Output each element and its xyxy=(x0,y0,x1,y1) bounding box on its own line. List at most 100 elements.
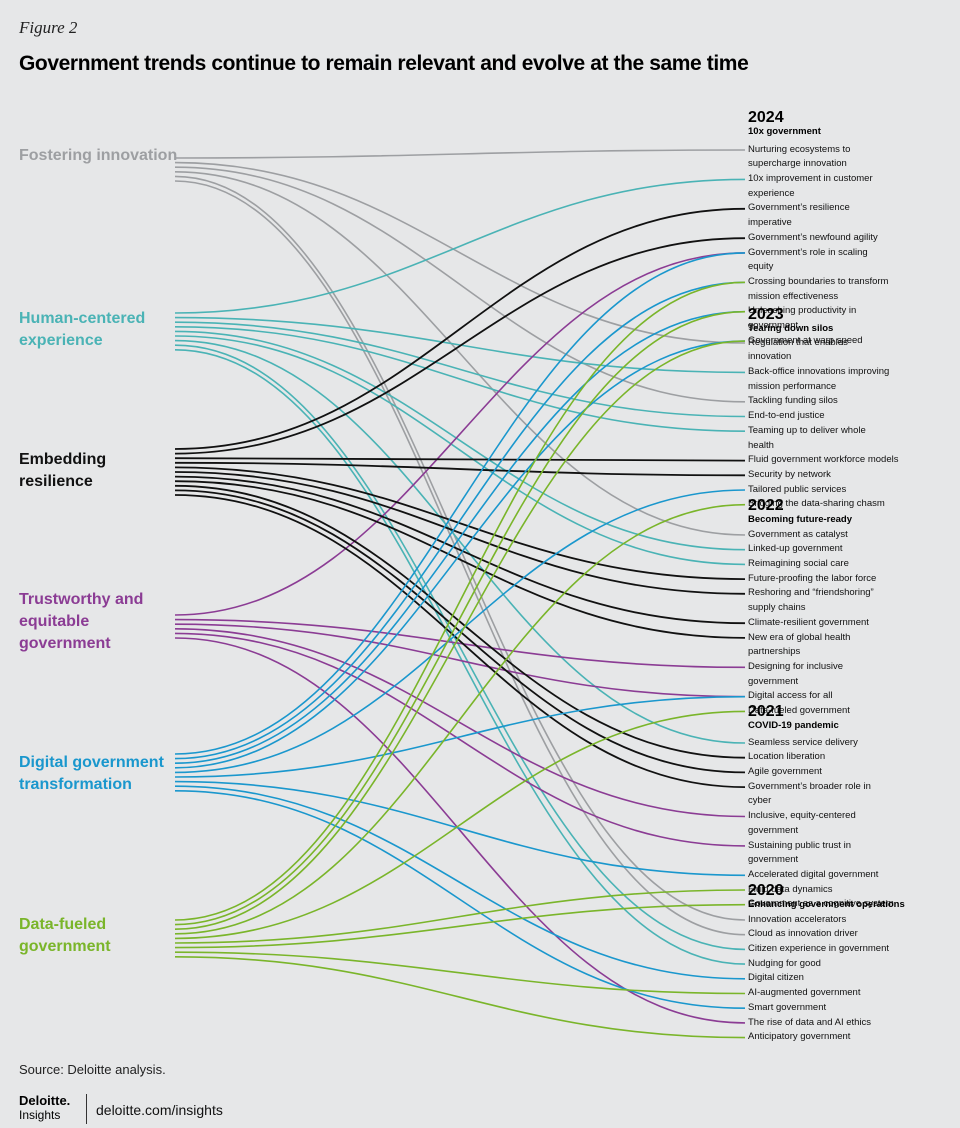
flow-line-human xyxy=(174,326,746,432)
flow-line-resilience xyxy=(174,466,746,580)
deloitte-logo[interactable]: Deloitte. xyxy=(19,1093,71,1108)
trend-item: Nudging for good xyxy=(748,957,821,969)
figure-label: Figure 2 xyxy=(19,18,78,37)
category-data: Data-fueled government xyxy=(19,916,111,955)
flow-line-trust xyxy=(174,618,746,669)
insights-logo-text: Insights xyxy=(19,1108,61,1122)
category-digital: Digital government transformation xyxy=(19,754,164,793)
flow-line-resilience xyxy=(174,471,746,595)
trend-item: Agile government xyxy=(748,766,822,778)
flow-line-digital xyxy=(174,252,746,755)
trend-item: Future-proofing the labor force xyxy=(748,572,877,584)
flow-line-data xyxy=(174,503,746,935)
flow-line-fostering xyxy=(174,149,746,159)
flow-line-human xyxy=(174,330,746,551)
flow-line-fostering xyxy=(174,161,746,344)
trend-item: Seamless service delivery xyxy=(748,736,858,748)
trend-item: Linked-up government xyxy=(748,543,843,555)
flow-line-digital xyxy=(174,310,746,764)
flow-line-trust xyxy=(174,623,746,698)
year-label: 2023 xyxy=(748,306,784,323)
trend-item: Bridging the data-sharing chasm xyxy=(748,498,885,510)
year-theme: Becoming future-ready xyxy=(748,514,852,525)
trend-item: AI-augmented government xyxy=(748,987,861,999)
flow-line-human xyxy=(174,321,746,418)
category-resilience: Embedding resilience xyxy=(19,451,107,490)
flow-line-data xyxy=(174,951,746,995)
year-theme: COVID-19 pandemic xyxy=(748,720,839,731)
flow-line-resilience xyxy=(174,475,746,625)
trend-item: Reimagining social care xyxy=(748,558,849,570)
flow-line-data xyxy=(174,310,746,926)
year-label: 2020 xyxy=(748,882,784,899)
flow-line-data xyxy=(174,710,746,940)
year-theme: 10x government xyxy=(748,126,821,137)
flow-line-trust xyxy=(174,637,746,1024)
trend-item: Government’s newfound agility xyxy=(748,231,878,243)
year-theme: Tearing down silos xyxy=(748,323,834,334)
flow-line-resilience xyxy=(174,237,746,455)
trend-item: Government as catalyst xyxy=(748,528,848,540)
trend-item: Digital citizen xyxy=(748,972,804,984)
insights-link[interactable]: deloitte.com/insights xyxy=(96,1102,223,1118)
category-human: Human-centered experience xyxy=(19,310,146,349)
flow-line-fostering xyxy=(174,180,746,936)
page-title: Government trends continue to remain rel… xyxy=(19,52,749,75)
trend-item: Cloud as innovation driver xyxy=(748,928,858,940)
flow-line-digital xyxy=(174,790,746,1009)
category-fostering: Fostering innovation xyxy=(19,147,178,164)
flow-line-digital xyxy=(174,785,746,980)
category-trust: Trustworthy and equitable government xyxy=(19,591,144,652)
flow-line-digital xyxy=(174,695,746,778)
year-theme: Enhancing government operations xyxy=(748,899,905,910)
year-label: 2024 xyxy=(748,109,784,126)
flow-line-data xyxy=(174,889,746,944)
flow-line-trust xyxy=(174,252,746,616)
flow-line-resilience xyxy=(174,494,746,788)
flow-line-trust xyxy=(174,632,746,847)
flow-line-resilience xyxy=(174,480,746,639)
flow-line-data xyxy=(174,340,746,930)
source-note: Source: Deloitte analysis. xyxy=(19,1062,166,1077)
trend-item: Tackling funding silos xyxy=(748,395,838,407)
year-label: 2022 xyxy=(748,497,784,514)
flow-line-resilience xyxy=(174,461,746,477)
trend-item: Location liberation xyxy=(748,751,826,763)
trend-item: Climate-resilient government xyxy=(748,616,869,628)
trend-item: Data-fueled government xyxy=(748,705,850,717)
trend-item: Anticipatory government xyxy=(748,1031,851,1043)
flow-line-digital xyxy=(174,489,746,774)
trend-item: Fluid data dynamics xyxy=(748,883,833,895)
trend-item: Accelerated digital government xyxy=(748,868,879,880)
flow-line-human xyxy=(174,344,746,951)
footer-divider xyxy=(86,1094,87,1124)
trend-item: Reshoring and “friendshoring”supply chai… xyxy=(748,587,874,614)
flow-line-digital xyxy=(174,340,746,769)
flow-line-resilience xyxy=(174,457,746,462)
flow-line-resilience xyxy=(174,484,746,759)
flow-line-human xyxy=(174,339,746,744)
trend-item: The rise of data and AI ethics xyxy=(748,1016,872,1028)
trend-item: Government at warp speed xyxy=(748,334,863,346)
flow-line-data xyxy=(174,281,746,921)
flow-line-digital xyxy=(174,780,746,877)
trend-item: Fluid government workforce models xyxy=(748,454,899,466)
flow-line-data xyxy=(174,903,746,949)
